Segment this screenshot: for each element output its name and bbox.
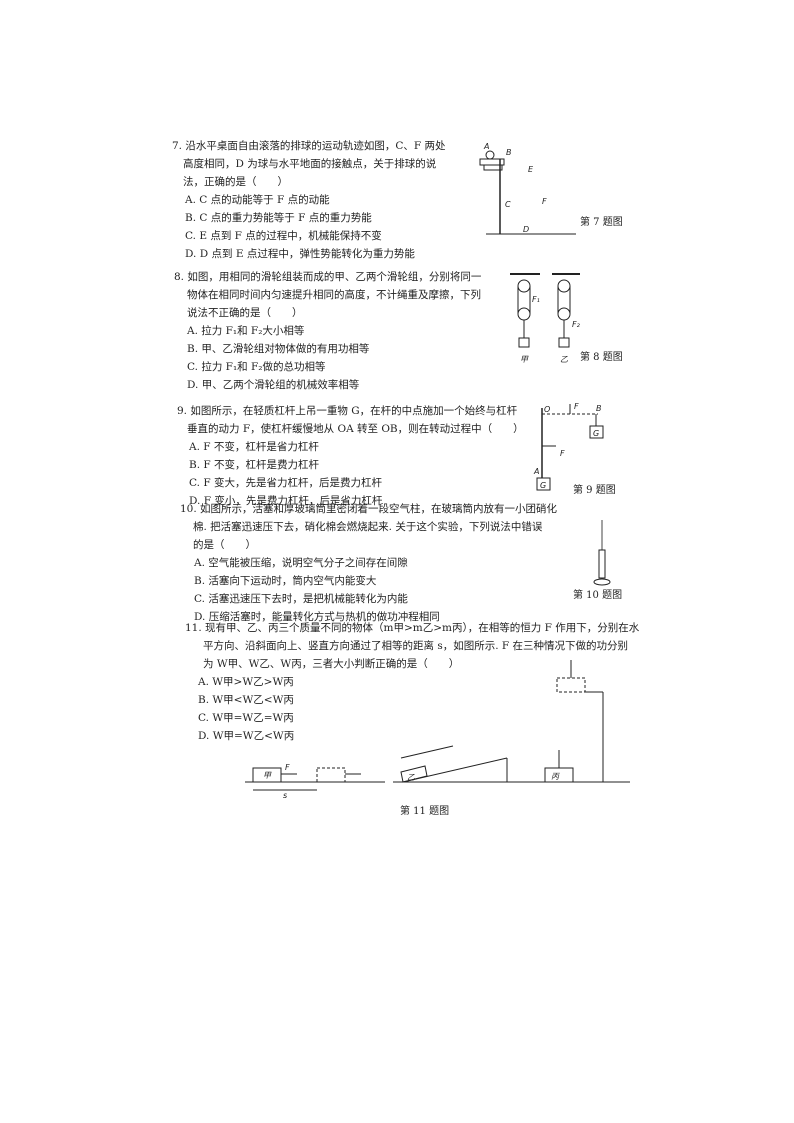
question-text: 8. 如图，用相同的滑轮组装而成的甲、乙两个滑轮组，分别将同一 [174,271,482,283]
question-text: 物体在相同时间内匀速提升相同的高度，不计绳重及摩擦，下列 [187,289,481,301]
question-text: 9. 如图所示，在轻质杠杆上吊一重物 G，在杆的中点施加一个始终与杠杆 [177,405,518,417]
figure-10 [593,520,611,586]
option-a: A. 空气能被压缩，说明空气分子之间存在间隙 [194,557,408,569]
figure-caption: 第 10 题图 [573,590,623,601]
label-d: D [523,225,529,234]
option-a: A. F 不变，杠杆是省力杠杆 [189,441,319,453]
question-text: 为 W甲、W乙、W丙，三者大小判断正确的是（ ） [203,658,460,670]
label-s: s [283,791,287,800]
label-bing: 丙 [551,772,560,781]
label-g: G [593,429,599,438]
option-b: B. 甲、乙滑轮组对物体做的有用功相等 [187,343,370,355]
figure-11: 甲 F s 乙 丙 [245,660,630,800]
figure-9: O F B G F A G [533,402,604,491]
option-d: D. 压缩活塞时，能量转化方式与热机的做功冲程相同 [194,611,440,623]
label-jia: 甲 [520,355,529,364]
option-c: C. W甲=W乙=W丙 [198,712,294,724]
label-f: F [560,449,565,458]
label-yi: 乙 [560,355,568,364]
label-b: B [596,404,602,413]
label-b: B [506,148,512,157]
option-a: A. 拉力 F₁和 F₂大小相等 [187,325,305,337]
question-text: 法，正确的是（ ） [183,176,288,188]
label-g: G [540,481,546,490]
option-d: D. D 点到 E 点过程中，弹性势能转化为重力势能 [185,248,415,260]
question-text: 11. 现有甲、乙、丙三个质量不同的物体（m甲>m乙>m丙），在相等的恒力 F … [185,622,640,634]
figure-caption: 第 11 题图 [400,806,450,817]
label-yi: 乙 [407,773,415,782]
option-a: A. W甲>W乙>W丙 [198,676,294,688]
question-text: 7. 沿水平桌面自由滚落的排球的运动轨迹如图，C、F 两处 [172,140,446,152]
option-c: C. 拉力 F₁和 F₂做的总功相等 [187,361,326,373]
question-text: 高度相同，D 为球与水平地面的接触点，关于排球的说 [183,158,437,170]
question-text: 平方向、沿斜面向上、竖直方向通过了相等的距离 s，如图所示. F 在三种情况下做… [203,640,629,652]
figure-8: F₁ F₂ 甲 乙 [510,273,581,364]
option-c: C. E 点到 F 点的过程中，机械能保持不变 [185,230,382,242]
label-c: C [505,200,511,209]
figure-caption: 第 8 题图 [580,352,623,363]
figure-caption: 第 7 题图 [580,217,623,228]
option-c: C. F 变大，先是省力杠杆，后是费力杠杆 [189,477,382,489]
figure-caption: 第 9 题图 [573,485,616,496]
label-e: E [528,165,534,174]
question-text: 棉. 把活塞迅速压下去，硝化棉会燃烧起来. 关于这个实验，下列说法中错误 [193,521,543,533]
label-f1: F₁ [532,295,540,304]
question-text: 的是（ ） [193,539,256,551]
option-d: D. 甲、乙两个滑轮组的机械效率相等 [187,379,360,391]
option-b: B. W甲<W乙<W丙 [198,694,294,706]
label-f: F [542,197,547,206]
option-b: B. F 不变，杠杆是费力杠杆 [189,459,320,471]
option-b: B. 活塞向下运动时，筒内空气内能变大 [194,575,377,587]
option-c: C. 活塞迅速压下去时，是把机械能转化为内能 [194,593,408,605]
question-text: 说法不正确的是（ ） [187,307,303,319]
question-text: 垂直的动力 F，使杠杆缓慢地从 OA 转至 OB，则在转动过程中（ ） [187,423,524,435]
figure-7: A B C D E F [479,142,576,235]
option-a: A. C 点的动能等于 F 点的动能 [185,194,330,206]
option-d: D. W甲=W乙<W丙 [198,730,295,742]
option-b: B. C 点的重力势能等于 F 点的重力势能 [185,212,372,224]
label-jia: 甲 [263,771,272,780]
label-f: F [285,763,290,772]
label-o: O [544,405,550,414]
label-a: A [533,467,539,476]
label-a: A [483,142,489,151]
label-f: F [574,402,579,411]
label-f2: F₂ [572,320,581,329]
option-d: D. F 变小，先是费力杠杆，后是省力杠杆 [189,495,383,507]
question-text: 10. 如图所示，活塞和厚玻璃筒里密闭着一段空气柱，在玻璃筒内放有一小团硝化 [180,503,558,515]
